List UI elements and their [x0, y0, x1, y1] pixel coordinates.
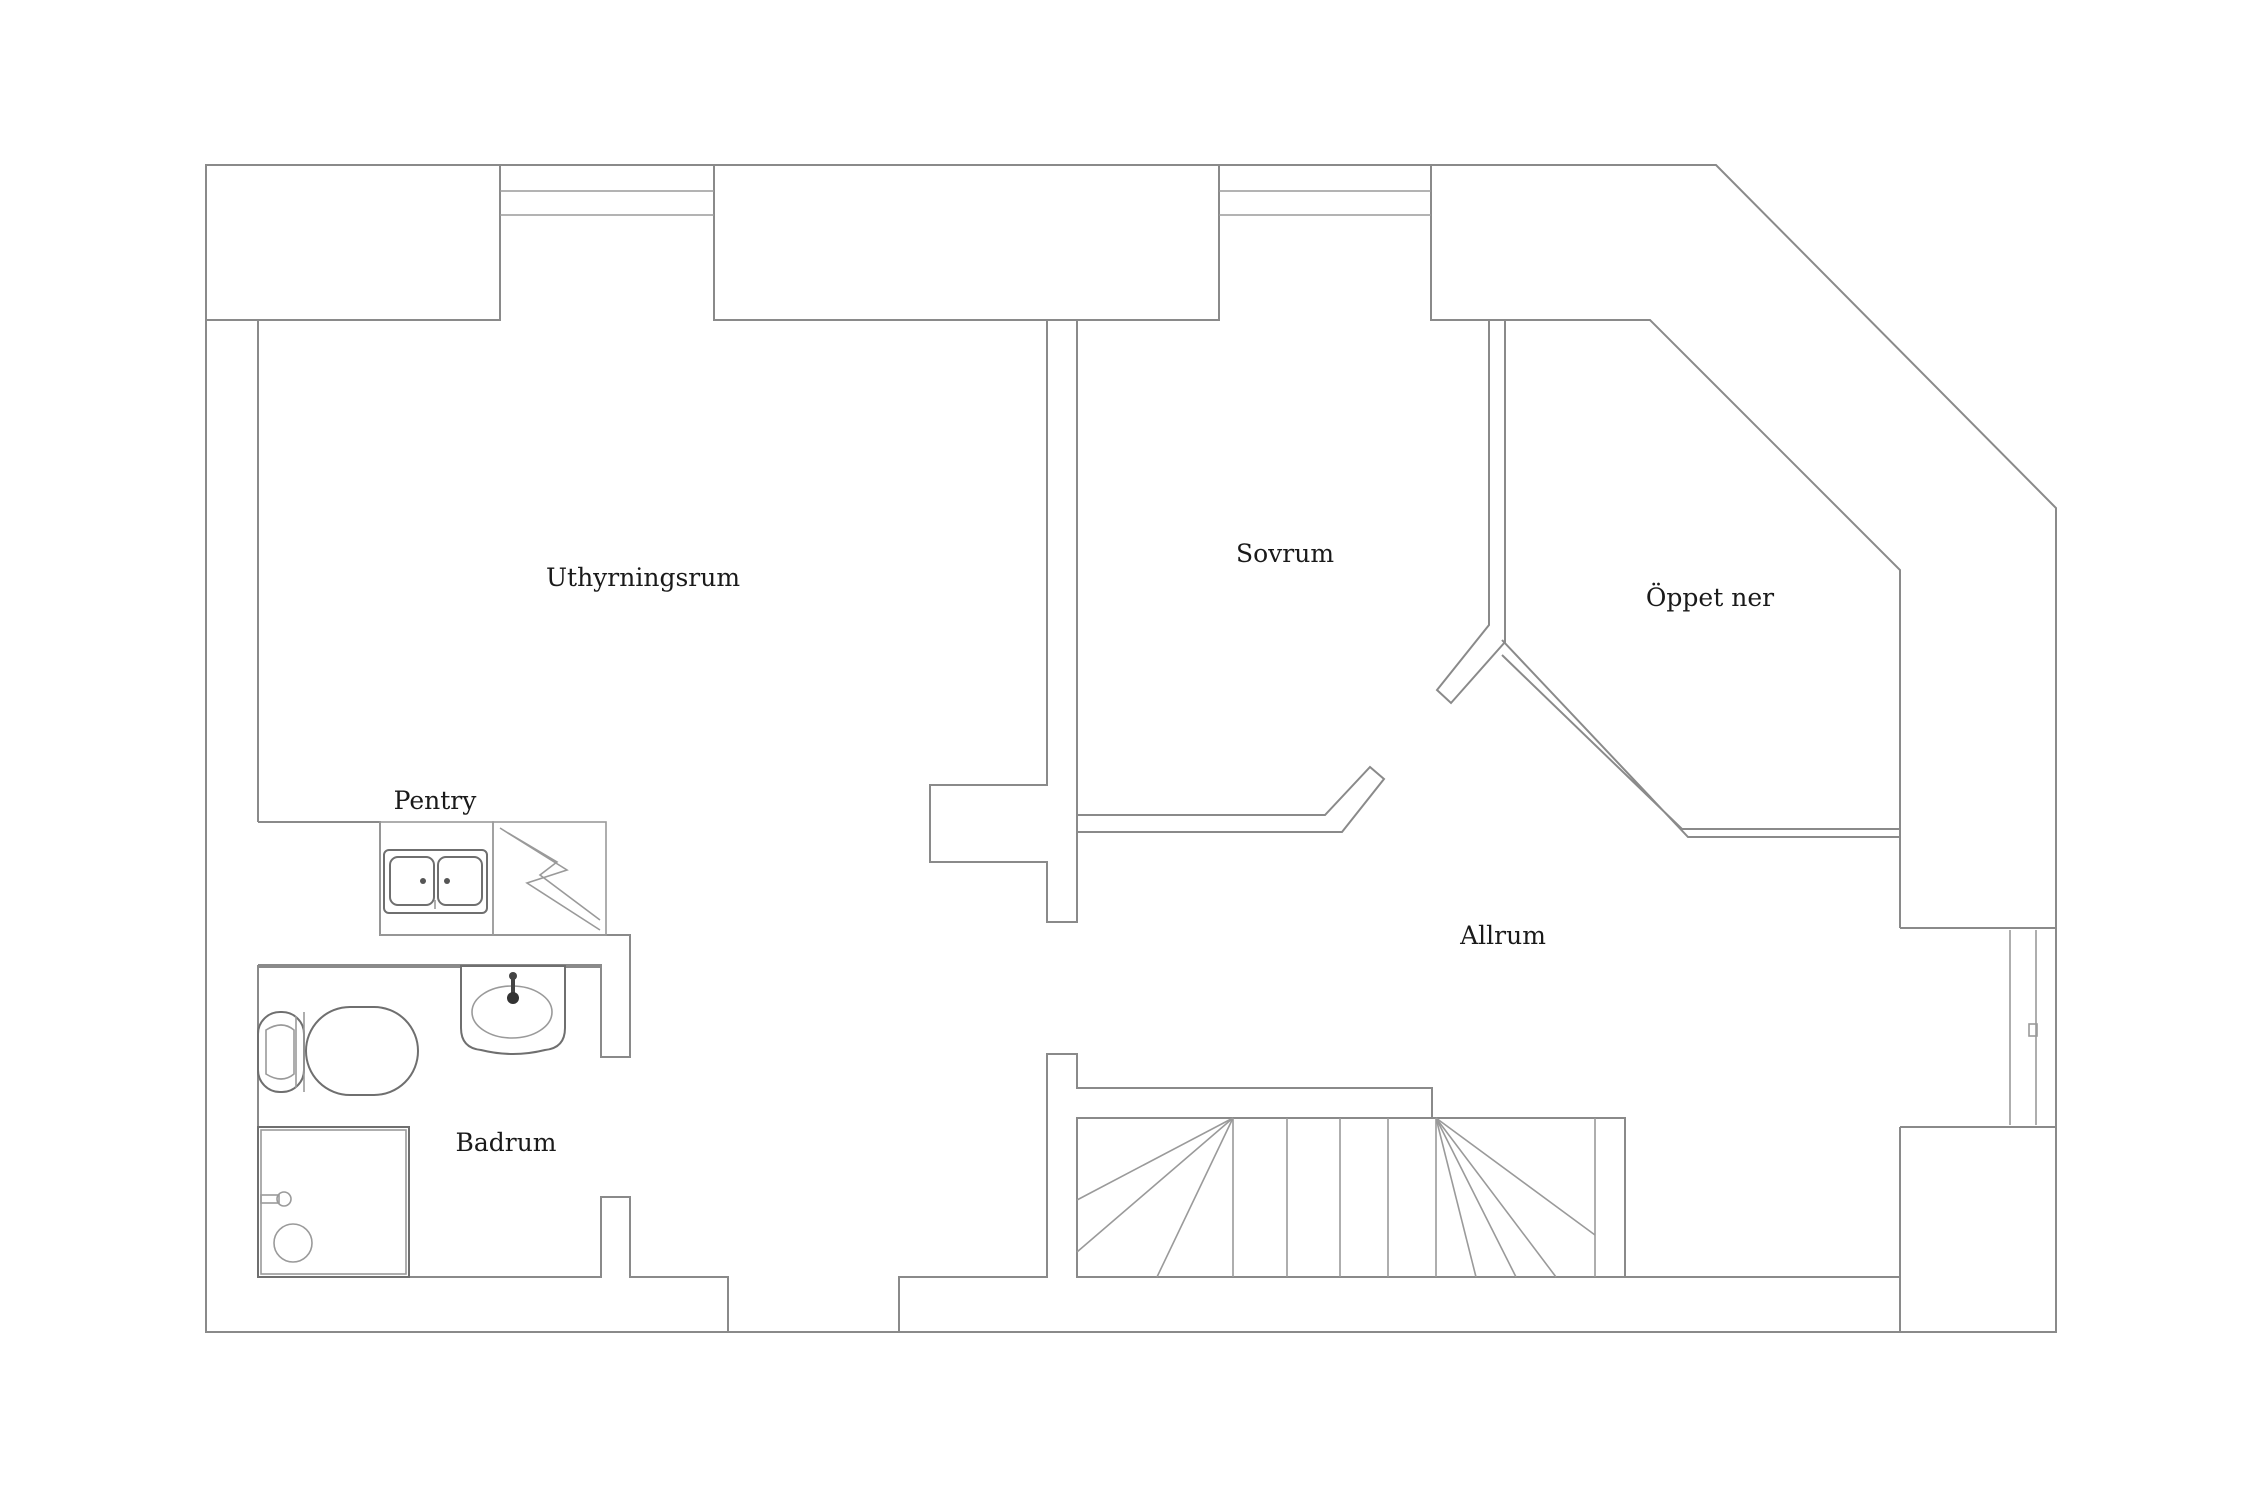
window-left	[500, 190, 714, 216]
washbasin-icon	[460, 965, 566, 1055]
room-label-allrum: Allrum	[1459, 921, 1546, 950]
window-right	[1219, 190, 1431, 216]
room-label-sovrum: Sovrum	[1236, 539, 1334, 568]
partition-wall-uthyrningsrum	[929, 320, 1078, 923]
stove-icon	[492, 821, 607, 936]
toilet-icon	[257, 1006, 419, 1096]
room-label-uthyrningsrum: Uthyrningsrum	[546, 563, 740, 592]
badrum-door-jamb	[898, 1053, 1433, 1332]
partition-wall-sovrum	[1077, 765, 1386, 833]
shower-icon	[257, 1126, 410, 1278]
room-label-badrum: Badrum	[455, 1128, 556, 1157]
double-sink-icon	[379, 821, 494, 936]
room-label-oppet-ner: Öppet ner	[1646, 583, 1774, 612]
oppet-ner-railing	[1501, 639, 1900, 838]
outer-wall	[205, 164, 2057, 1333]
top-wall	[206, 165, 1901, 928]
room-label-pentry: Pentry	[394, 786, 478, 815]
staircase	[1076, 1088, 1626, 1278]
right-wall	[1899, 927, 2056, 1332]
partition-wall-oppet-ner	[1435, 320, 1506, 705]
